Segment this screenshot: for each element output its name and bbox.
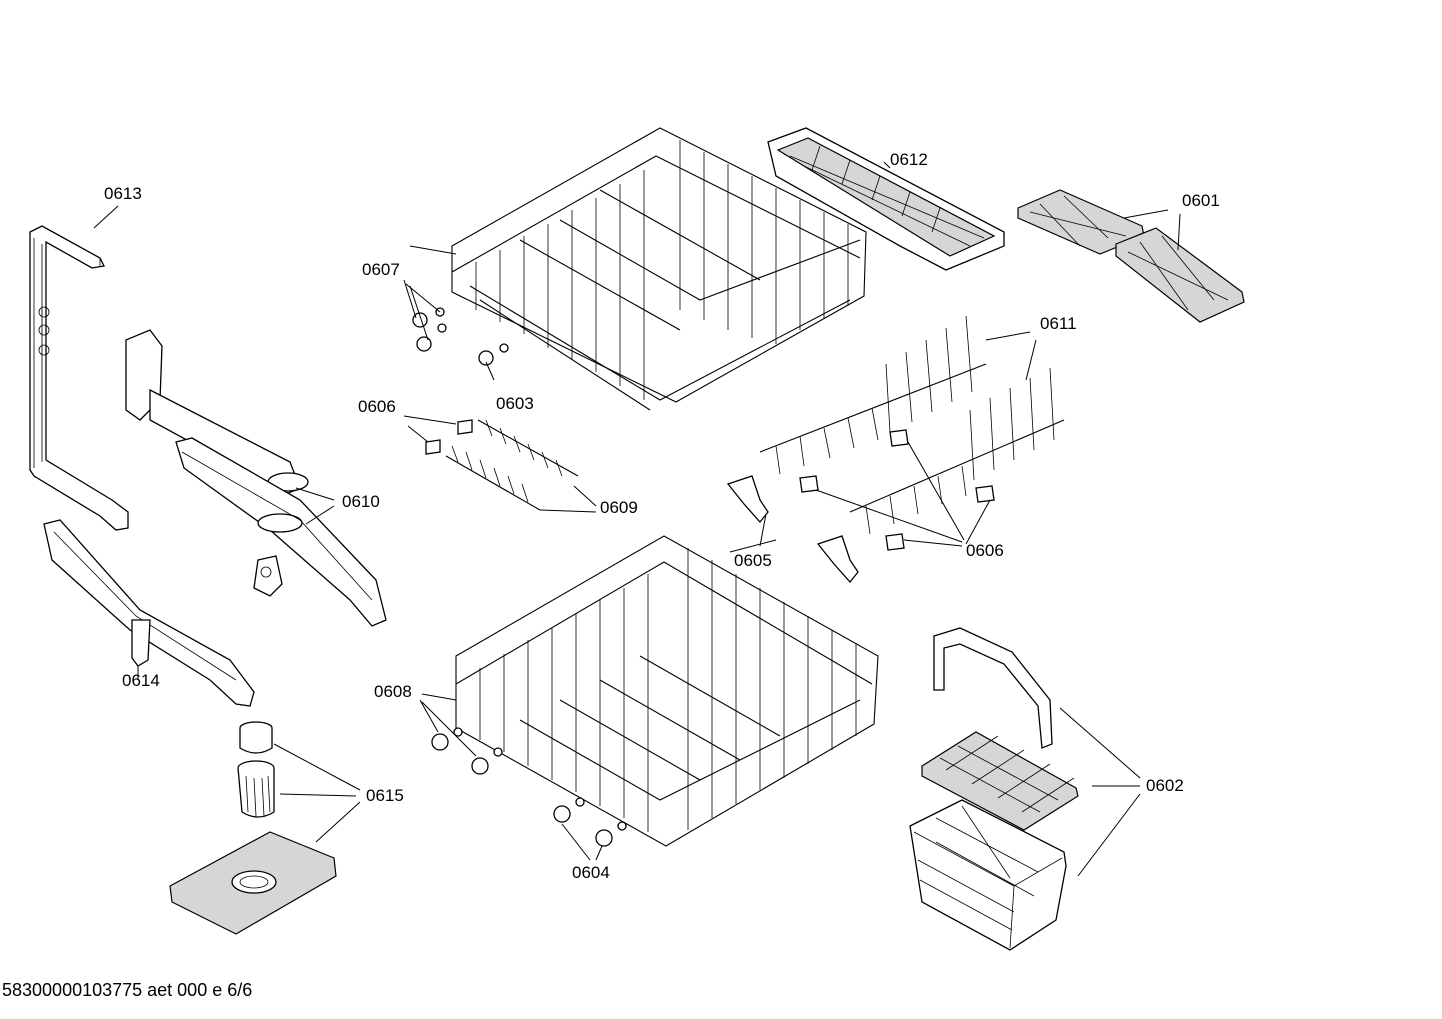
- document-footer-code: 58300000103775 aet 000 e 6/6: [2, 980, 253, 1000]
- label-0605: 0605: [734, 551, 772, 570]
- label-0615: 0615: [366, 786, 404, 805]
- label-0612: 0612: [890, 150, 928, 169]
- label-0610: 0610: [342, 492, 380, 511]
- part-0612-cutlery-tray: [767, 127, 1005, 271]
- part-0611-tine-rows: [759, 315, 1065, 535]
- parts-0605-0606-clips: [726, 429, 995, 584]
- label-0606-right: 0606: [966, 541, 1004, 560]
- label-0613: 0613: [104, 184, 142, 203]
- label-0611: 0611: [1040, 314, 1077, 333]
- label-0606-upper: 0606: [358, 397, 396, 416]
- part-0609-tine-row: [425, 419, 579, 511]
- leader-lines: [93, 161, 1181, 877]
- part-0610-upper-spray-arm: [125, 329, 387, 627]
- label-0601: 0601: [1182, 191, 1220, 210]
- label-0608: 0608: [374, 682, 412, 701]
- label-0602: 0602: [1146, 776, 1184, 795]
- part-0602-cutlery-basket: [909, 627, 1079, 951]
- part-0614-lower-spray-arm: [43, 519, 255, 707]
- part-0601-racks: [1017, 189, 1245, 323]
- label-0604: 0604: [572, 863, 610, 882]
- label-0609: 0609: [600, 498, 638, 517]
- part-labels: 0613 0607 0612 0601 0611 0603 0606 0610 …: [104, 150, 1220, 882]
- part-0613-supply-pipe: [29, 225, 129, 531]
- label-0614: 0614: [122, 671, 160, 690]
- label-0607: 0607: [362, 260, 400, 279]
- lower-basket: [431, 535, 879, 847]
- label-0603: 0603: [496, 394, 534, 413]
- part-0615-filter-set: [169, 721, 337, 935]
